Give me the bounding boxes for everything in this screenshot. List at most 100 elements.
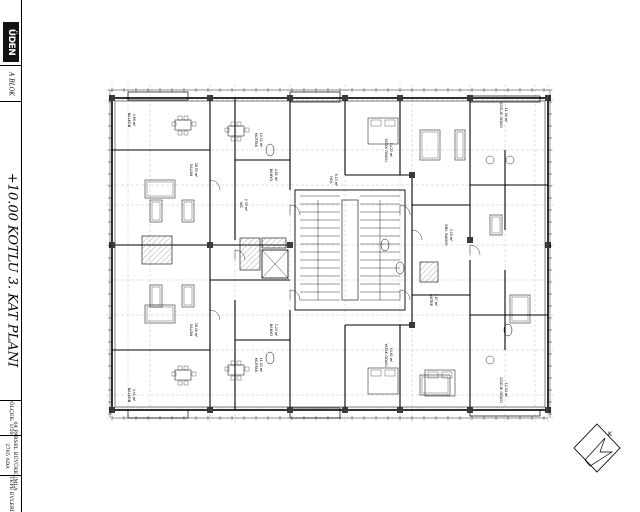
stair-core [261, 189, 406, 311]
door-swing [469, 244, 481, 256]
room-area: 3.20 m² [449, 229, 453, 242]
column [545, 242, 551, 248]
room-name: YATAK ODASI [384, 343, 388, 366]
column [207, 407, 213, 413]
chair [236, 360, 242, 366]
door-swing [399, 204, 411, 216]
room-name: EBV. BANYO [444, 224, 448, 246]
room-area: 4.41 m² [132, 389, 136, 402]
column [207, 95, 213, 101]
chair [177, 380, 183, 386]
pillow [370, 119, 382, 127]
column [287, 407, 293, 413]
room-area: 5.23 m² [274, 324, 278, 337]
column [109, 407, 115, 413]
chair [230, 375, 236, 381]
toilet [503, 323, 513, 337]
chair [177, 115, 183, 121]
column [109, 95, 115, 101]
room-area: 5.87 m² [434, 294, 438, 307]
balcony [289, 91, 341, 103]
chair [236, 375, 242, 381]
sofa [181, 284, 195, 308]
room-name: WC [239, 202, 243, 209]
sofa-cushion [151, 286, 161, 306]
chair [191, 371, 197, 377]
sofa [454, 129, 466, 161]
room-area: 11.90 m² [504, 108, 508, 123]
round-table [505, 155, 515, 165]
north-arrow-label: K [608, 431, 613, 438]
chair [230, 360, 236, 366]
column [409, 322, 415, 328]
sofa-cushion [183, 201, 193, 221]
door-swing [209, 309, 221, 321]
axis-grid [106, 84, 554, 424]
chair [183, 130, 189, 136]
room-area: 12.03 m² [504, 383, 508, 398]
chair [183, 380, 189, 386]
room-name: MUTFAK [254, 358, 258, 373]
column [545, 95, 551, 101]
column [287, 242, 293, 248]
dining-table [174, 369, 192, 381]
room-name: BANYO [269, 169, 273, 182]
scale-cell: ÖLÇEK: 1/50 [0, 400, 22, 436]
door-swing [289, 289, 301, 301]
chair [230, 121, 236, 127]
walls [109, 91, 551, 419]
dining-table [227, 364, 245, 376]
stair-well [294, 189, 406, 311]
stair-landing [341, 199, 359, 301]
sofa-cushion [511, 296, 529, 322]
room-name: BALKON [127, 388, 131, 403]
chair [183, 365, 189, 371]
room-area: 2.30 m² [244, 199, 248, 212]
sofa-cushion [146, 306, 174, 322]
shaft [261, 237, 287, 249]
chair [177, 365, 183, 371]
sofa [419, 129, 441, 161]
chair [177, 130, 183, 136]
column [109, 242, 115, 248]
sofa [149, 284, 163, 308]
chair [224, 366, 230, 372]
sofa [144, 179, 176, 199]
sofa [144, 304, 176, 324]
balcony [127, 409, 189, 419]
north-arrow-frame [573, 423, 621, 473]
chair [224, 127, 230, 133]
column [397, 95, 403, 101]
room-area: 11.02 m² [259, 358, 263, 373]
room-area: 28.95 m² [194, 163, 198, 178]
pillow [441, 371, 453, 379]
toilet [380, 238, 390, 252]
round-table [485, 355, 495, 365]
room-area: 10.21 m² [259, 133, 263, 148]
room-name: MUTFAK [254, 133, 258, 148]
column [467, 95, 473, 101]
room-name: BANYO [269, 324, 273, 337]
sofa-cushion [491, 216, 501, 234]
chair [171, 121, 177, 127]
sofa [489, 214, 503, 236]
sofa-cushion [183, 286, 193, 306]
bed [424, 369, 456, 397]
dining-table [227, 125, 245, 137]
room-area: 28.46 m² [194, 323, 198, 338]
sofa-cushion [151, 201, 161, 221]
north-arrow: K [573, 423, 621, 473]
room-name: SALON [189, 164, 193, 177]
dimension-lines [108, 88, 552, 420]
